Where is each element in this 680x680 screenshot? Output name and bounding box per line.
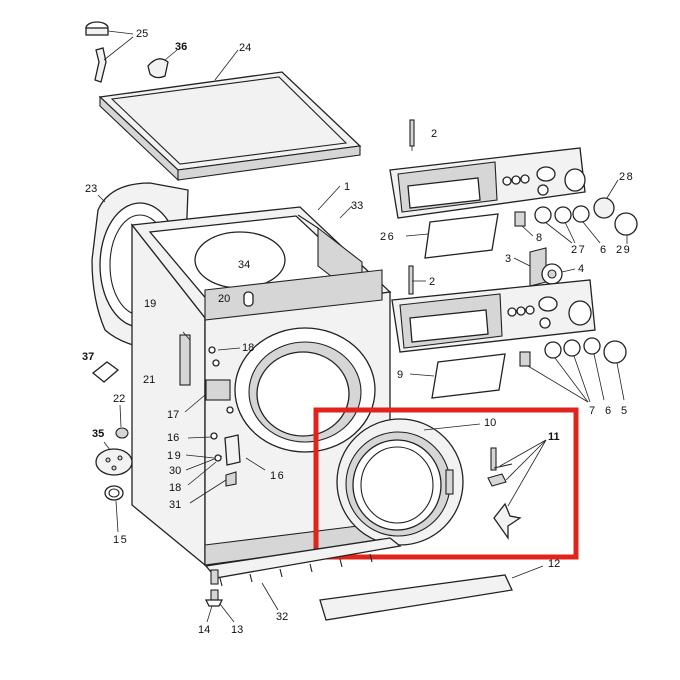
callout-6-upper: 6 bbox=[600, 244, 606, 256]
callout-5: 5 bbox=[621, 405, 627, 417]
callout-22: 22 bbox=[113, 393, 125, 405]
callout-23: 23 bbox=[85, 183, 97, 195]
callout-17: 17 bbox=[167, 409, 179, 421]
callout-13: 13 bbox=[231, 624, 243, 636]
control-panel-lower bbox=[391, 265, 596, 399]
callout-7: 7 bbox=[589, 405, 595, 417]
part-3-4-selector bbox=[513, 247, 576, 287]
callout-32: 32 bbox=[276, 611, 288, 623]
part-22-grommet bbox=[115, 404, 129, 439]
part-10-door bbox=[336, 418, 481, 546]
callout-25: 25 bbox=[136, 28, 148, 40]
callout-6-lower: 6 bbox=[605, 405, 611, 417]
part-1-cabinet bbox=[130, 185, 392, 567]
callout-14: 14 bbox=[198, 624, 210, 636]
callout-19-upper: 19 bbox=[144, 298, 156, 310]
callout-21: 21 bbox=[143, 374, 155, 386]
part-15-clamp bbox=[104, 485, 124, 533]
callout-19-lower: 19 bbox=[167, 450, 182, 462]
callout-20: 20 bbox=[218, 293, 230, 305]
knobs-upper bbox=[514, 179, 638, 244]
callout-34: 34 bbox=[238, 259, 250, 271]
callout-12: 12 bbox=[548, 558, 560, 570]
callout-2-upper: 2 bbox=[431, 128, 437, 140]
callout-33: 33 bbox=[351, 200, 363, 212]
control-panel-upper bbox=[389, 119, 586, 259]
small-screws bbox=[182, 331, 266, 504]
part-25-hinge-bracket bbox=[85, 21, 134, 83]
callout-26: 26 bbox=[380, 231, 395, 243]
callout-11: 11 bbox=[548, 431, 560, 443]
part-12-kickplate bbox=[319, 565, 544, 621]
callout-10: 10 bbox=[484, 417, 496, 429]
callout-8: 8 bbox=[536, 232, 542, 244]
callout-37: 37 bbox=[82, 351, 94, 363]
part-35-foot-plate bbox=[95, 441, 133, 476]
callout-9: 9 bbox=[397, 369, 403, 381]
part-36-cap bbox=[147, 49, 178, 79]
knobs-lower bbox=[519, 337, 627, 403]
callout-30: 30 bbox=[169, 465, 181, 477]
part-37-label bbox=[91, 361, 120, 383]
callout-16-left: 16 bbox=[167, 432, 179, 444]
callout-24: 24 bbox=[239, 42, 251, 54]
callout-18-lower: 18 bbox=[169, 482, 181, 494]
callout-15: 15 bbox=[113, 534, 128, 546]
callout-29: 29 bbox=[616, 244, 631, 256]
callout-28: 28 bbox=[619, 171, 634, 183]
callout-31: 31 bbox=[169, 499, 181, 511]
callout-3: 3 bbox=[505, 253, 511, 265]
callout-27-upper: 27 bbox=[571, 244, 586, 256]
callout-36: 36 bbox=[175, 41, 187, 53]
callout-35: 35 bbox=[92, 428, 104, 440]
callout-16-right: 16 bbox=[270, 470, 285, 482]
callout-18-upper: 18 bbox=[242, 342, 254, 354]
part-11-door-hinge-parts bbox=[487, 439, 547, 541]
part-24-worktop bbox=[98, 49, 362, 182]
part-17-hinge bbox=[184, 379, 231, 413]
part-13-14-foot bbox=[204, 569, 235, 623]
callout-2-lower: 2 bbox=[429, 276, 435, 288]
door-highlight-box bbox=[313, 407, 579, 560]
callout-1: 1 bbox=[344, 181, 350, 193]
callout-4: 4 bbox=[578, 263, 584, 275]
